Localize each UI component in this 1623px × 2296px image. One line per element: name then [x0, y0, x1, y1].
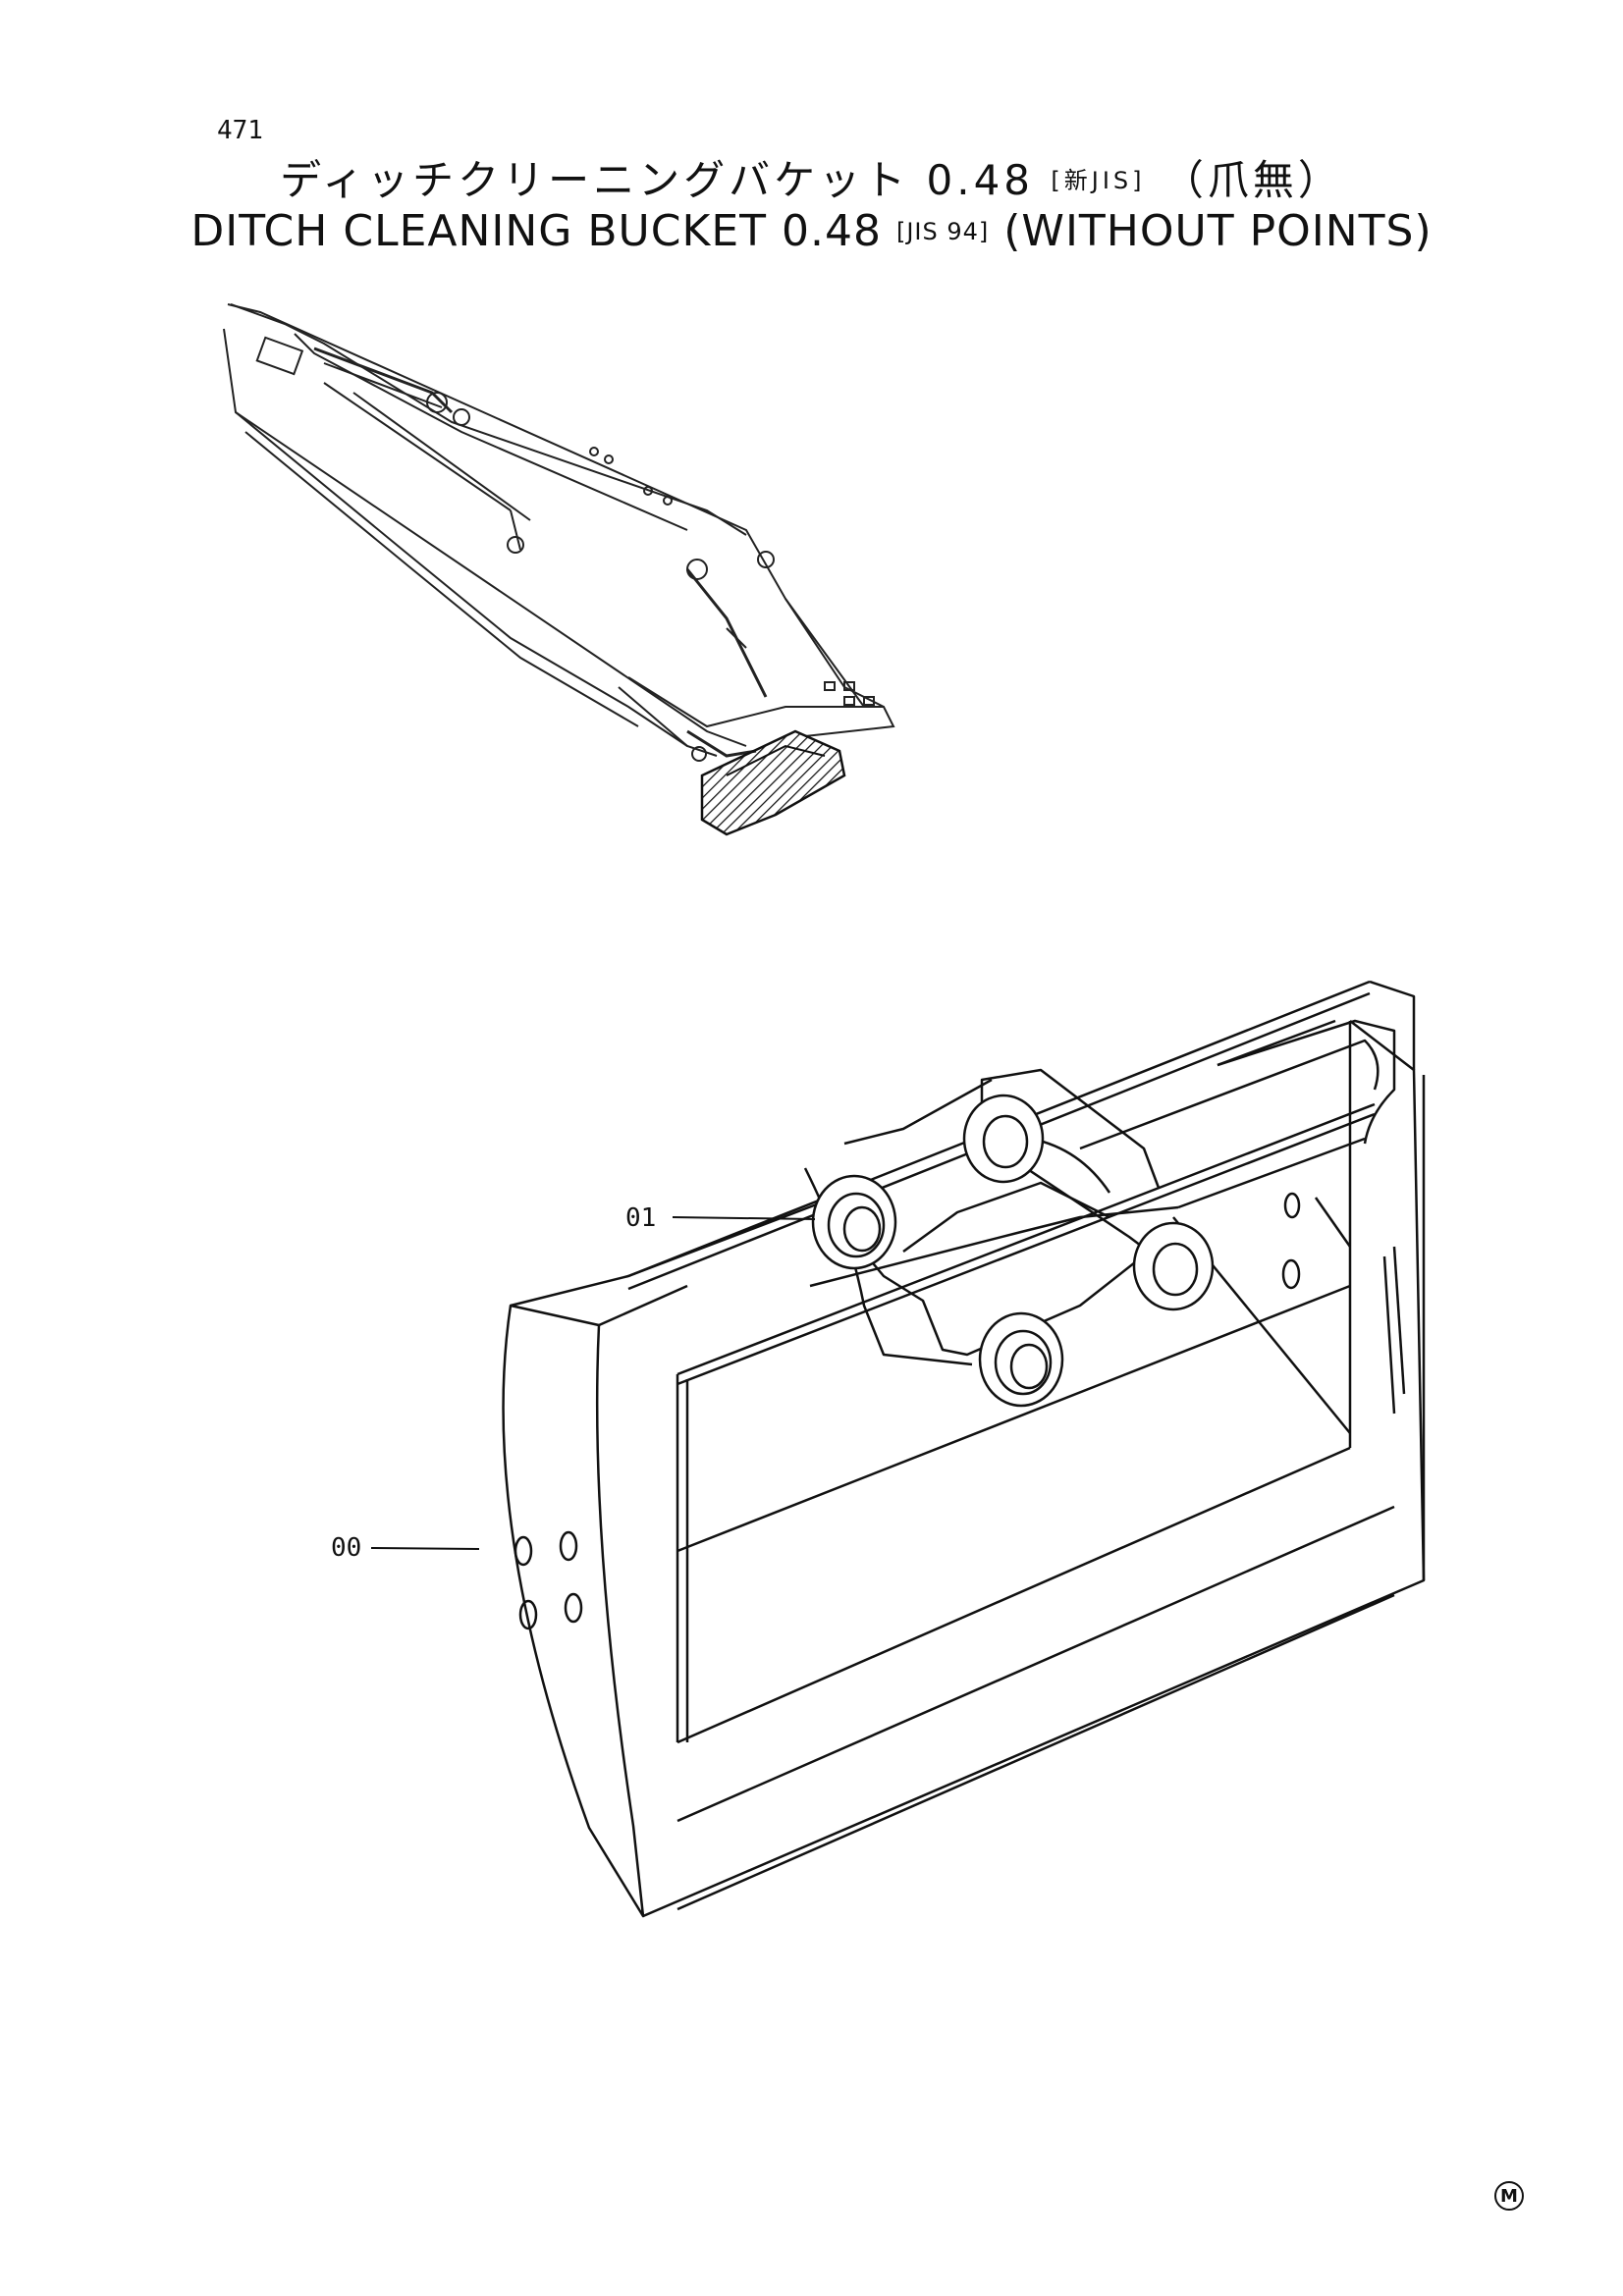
- arm-overview-illustration: [223, 303, 895, 762]
- title-english-suffix: (WITHOUT POINTS): [1003, 206, 1433, 256]
- bushing-top-left-01: [811, 1174, 897, 1270]
- title-english-main: DITCH CLEANING BUCKET 0.48: [190, 206, 882, 256]
- title-japanese-main: ディッチクリーニングバケット 0.48: [280, 156, 1035, 204]
- title-japanese-suffix: （爪無）: [1162, 156, 1343, 204]
- leader-line-00: [370, 1547, 480, 1550]
- title-japanese: ディッチクリーニングバケット 0.48 [新JIS] （爪無）: [0, 147, 1623, 207]
- page-number: 471: [217, 116, 263, 145]
- bushing-right: [1132, 1221, 1215, 1311]
- callout-label-01: 01: [625, 1203, 657, 1233]
- bucket-pin-bushings: [811, 1094, 1215, 1408]
- corner-mark: M: [1494, 2181, 1524, 2211]
- title-english: DITCH CLEANING BUCKET 0.48 [JIS 94] (WIT…: [0, 206, 1623, 256]
- title-japanese-standard: [新JIS]: [1051, 167, 1146, 194]
- callout-label-00: 00: [331, 1533, 362, 1563]
- bushing-top-middle: [962, 1094, 1045, 1184]
- overview-bucket-highlight: [700, 729, 846, 836]
- bushing-bottom: [978, 1311, 1064, 1408]
- bucket-illustration: [502, 980, 1426, 1918]
- title-english-standard: [JIS 94]: [895, 218, 990, 245]
- leader-line-01: [672, 1216, 816, 1220]
